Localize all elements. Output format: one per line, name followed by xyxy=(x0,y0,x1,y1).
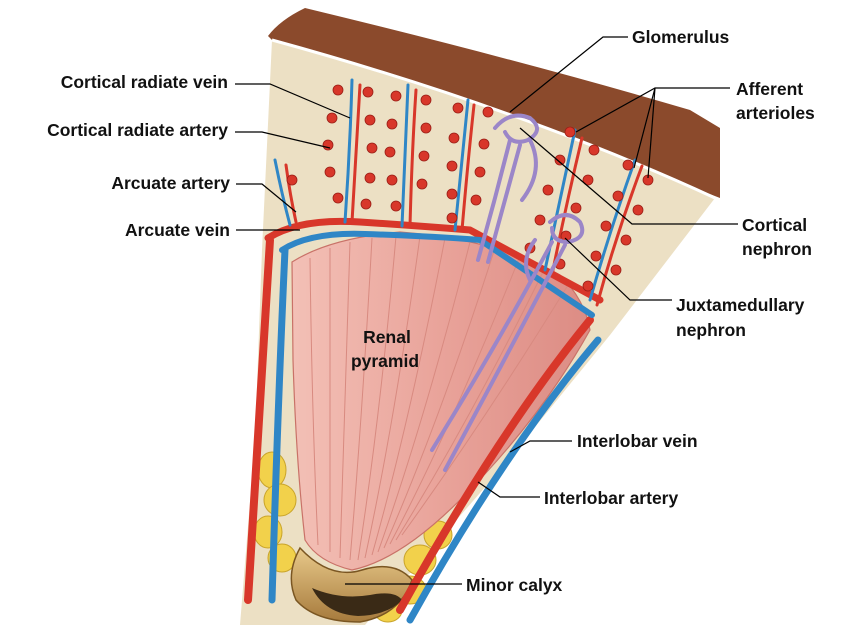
label-arcuate-artery: Arcuate artery xyxy=(111,173,230,193)
interlobar-artery-left xyxy=(244,236,274,604)
label-juxtamedullary-nephron-line2: nephron xyxy=(676,320,746,340)
leader-lines xyxy=(235,36,738,585)
label-arcuate-vein: Arcuate vein xyxy=(124,220,230,240)
label-afferent-arterioles-line2: arterioles xyxy=(736,103,815,123)
label-cortical-nephron-line1: Cortical xyxy=(742,215,808,235)
interlobar-vein-left xyxy=(268,246,289,604)
label-interlobar-vein: Interlobar vein xyxy=(577,431,698,451)
label-juxtamedullary-nephron-line1: Juxtamedullary xyxy=(676,295,805,315)
cortical-nephron-shape xyxy=(476,113,539,264)
label-minor-calyx: Minor calyx xyxy=(466,575,563,595)
label-cortical-radiate-vein: Cortical radiate vein xyxy=(60,72,228,92)
arcuate-vein-shape xyxy=(279,230,595,318)
label-cortical-radiate-artery: Cortical radiate artery xyxy=(47,120,228,140)
interlobar-artery-right xyxy=(396,316,594,614)
label-cortical-nephron-line2: nephron xyxy=(742,239,812,259)
juxtamedullary-nephron-shape xyxy=(430,213,585,472)
label-renal-pyramid-line1: Renal xyxy=(363,327,411,347)
label-glomerulus: Glomerulus xyxy=(632,27,730,47)
label-afferent-arterioles-line1: Afferent xyxy=(736,79,804,99)
glomeruli-dots xyxy=(286,84,654,292)
label-interlobar-artery: Interlobar artery xyxy=(544,488,679,508)
cortical-radiate-vessels xyxy=(273,78,644,307)
arcuate-artery-shape xyxy=(264,217,604,304)
interlobar-vein-right xyxy=(406,336,602,624)
label-renal-pyramid-line2: pyramid xyxy=(350,351,420,371)
